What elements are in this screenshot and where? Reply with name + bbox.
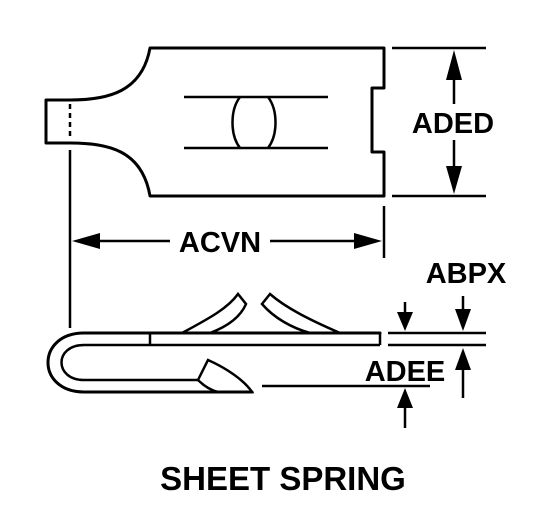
center-slot bbox=[184, 95, 328, 150]
abpx-label: ABPX bbox=[426, 258, 507, 290]
acvn-label: ACVN bbox=[179, 227, 261, 259]
left-prong bbox=[181, 291, 248, 335]
right-prong bbox=[260, 292, 341, 335]
top-view-outline bbox=[44, 46, 386, 198]
lower-barb bbox=[196, 358, 255, 394]
spring-bend bbox=[46, 331, 382, 394]
side-view bbox=[46, 291, 382, 394]
top-view bbox=[44, 46, 386, 198]
aded-label: ADED bbox=[412, 108, 494, 140]
acvn-dimension: ACVN bbox=[68, 150, 386, 328]
aded-dimension: ADED bbox=[392, 46, 494, 198]
adee-label: ADEE bbox=[365, 356, 446, 388]
drawing-title: SHEET SPRING bbox=[160, 460, 406, 497]
abpx-adee-dimensions: ABPX ADEE bbox=[262, 258, 507, 428]
